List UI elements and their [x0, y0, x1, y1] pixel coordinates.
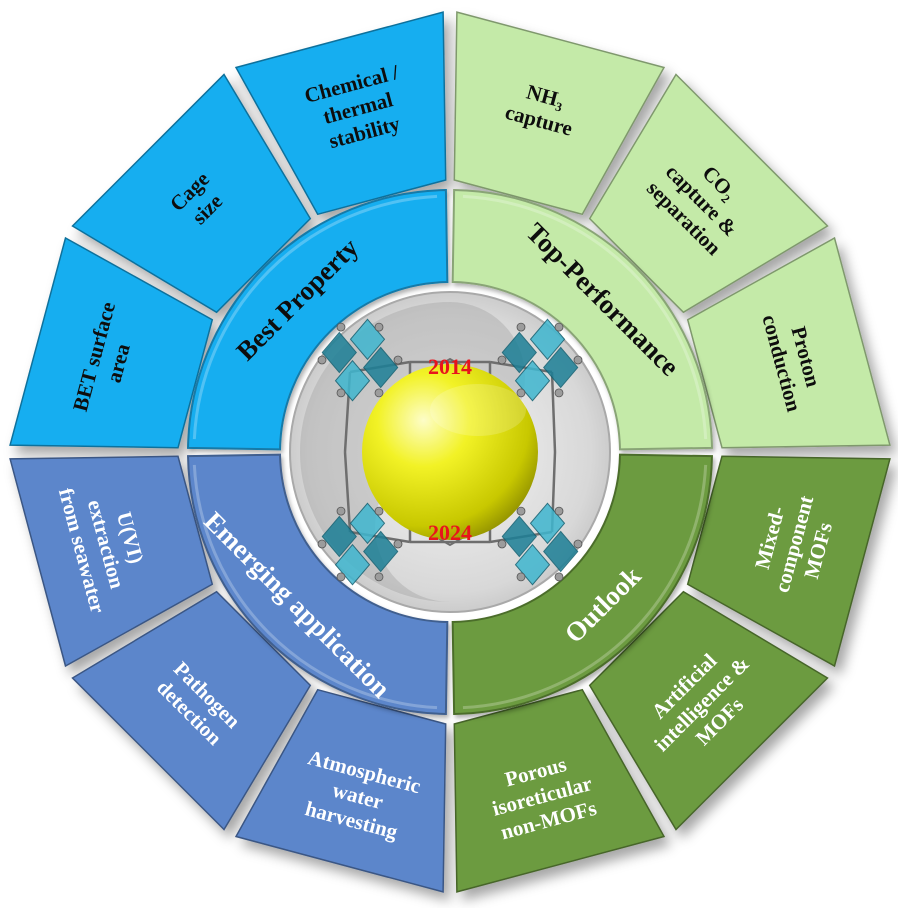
best-property-segment-1	[9, 236, 214, 449]
year-end-label: 2024	[428, 520, 472, 545]
outlook-segment-1-label: Mixed-componentMOFs	[745, 487, 842, 602]
year-start-label: 2014	[428, 354, 472, 379]
metal-cluster	[317, 318, 403, 402]
metal-cluster	[497, 318, 583, 402]
framework-linker	[550, 371, 557, 453]
cavity-sphere	[362, 364, 538, 540]
atom	[374, 322, 384, 332]
sphere-highlight	[430, 384, 526, 436]
atom	[554, 572, 564, 582]
atom	[374, 388, 384, 398]
center-mof-structure: 2014 2024	[289, 291, 611, 613]
outlook-quadrant-bevel	[462, 464, 708, 710]
atom	[317, 539, 327, 549]
octahedron	[363, 530, 399, 573]
outlook-segment-2	[588, 590, 829, 831]
atom	[374, 506, 384, 516]
framework-linker	[343, 451, 352, 533]
atom	[573, 539, 583, 549]
outlook-quadrant	[451, 453, 713, 715]
atom	[393, 539, 403, 549]
octahedron	[501, 331, 537, 374]
atom	[497, 539, 507, 549]
atom	[317, 355, 327, 365]
octahedron	[543, 346, 579, 389]
best-property-quadrant	[187, 189, 449, 451]
emerging-application-quadrant	[187, 453, 449, 715]
atom	[516, 572, 526, 582]
atom	[573, 355, 583, 365]
atom	[554, 388, 564, 398]
emerging-application-segment-2	[71, 590, 312, 831]
atom	[336, 322, 346, 332]
atom	[336, 572, 346, 582]
outlook-segment-1	[686, 455, 891, 668]
top-performance-segment-1	[453, 11, 666, 216]
atom	[554, 506, 564, 516]
atom	[336, 388, 346, 398]
atom	[516, 388, 526, 398]
octahedron	[543, 530, 579, 573]
atom	[374, 572, 384, 582]
best-property-quadrant-bevel	[192, 194, 438, 440]
top-performance-quadrant	[451, 189, 713, 451]
octahedron	[363, 346, 399, 389]
atom	[516, 322, 526, 332]
outlook-segment-3	[453, 688, 666, 893]
atom	[336, 506, 346, 516]
octahedron	[321, 331, 357, 374]
octahedron	[501, 515, 537, 558]
emerging-application-segment-1	[234, 688, 447, 893]
emerging-application-quadrant-bevel	[192, 464, 438, 710]
emerging-application-segment-3	[9, 455, 214, 668]
top-performance-quadrant-bevel	[462, 194, 708, 440]
best-property-segment-3	[234, 11, 447, 216]
atom	[554, 322, 564, 332]
atom	[393, 355, 403, 365]
best-property-segment-2	[71, 73, 312, 314]
top-performance-segment-3	[686, 236, 891, 449]
top-performance-segment-2	[588, 73, 829, 314]
atom	[516, 506, 526, 516]
atom	[497, 355, 507, 365]
metal-cluster	[497, 502, 583, 586]
metal-cluster	[317, 502, 403, 586]
octahedron	[321, 515, 357, 558]
